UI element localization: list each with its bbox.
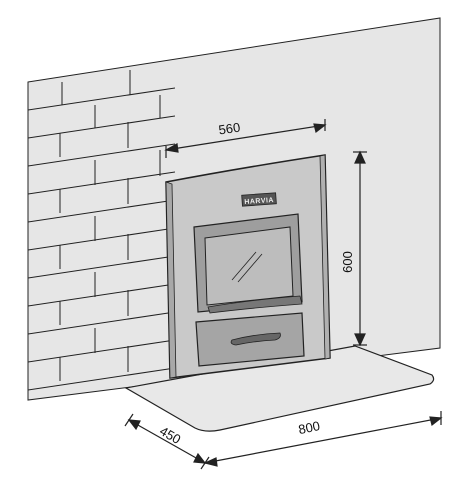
dimension-width bbox=[164, 119, 327, 158]
glass-window bbox=[204, 226, 294, 306]
brand-logo-plate bbox=[241, 192, 277, 207]
dimension-width-label: 560 bbox=[218, 120, 242, 138]
glass-reflection-1 bbox=[231, 251, 257, 281]
dimension-height bbox=[353, 150, 367, 347]
dimension-base-width bbox=[203, 411, 443, 467]
ash-drawer-handle bbox=[230, 332, 281, 346]
dimension-depth-label: 450 bbox=[157, 423, 183, 447]
brand-logo-text: HARVIA bbox=[244, 197, 274, 206]
floor-plate bbox=[124, 345, 435, 432]
dimension-base-width-label: 800 bbox=[297, 418, 321, 437]
stove-frame-edge bbox=[165, 181, 177, 379]
door-handle bbox=[207, 295, 303, 314]
dimension-height-label: 600 bbox=[340, 251, 355, 273]
brick-pattern bbox=[28, 70, 175, 391]
stove-frame-right-edge bbox=[319, 154, 331, 360]
glass-reflection-2 bbox=[237, 253, 263, 283]
